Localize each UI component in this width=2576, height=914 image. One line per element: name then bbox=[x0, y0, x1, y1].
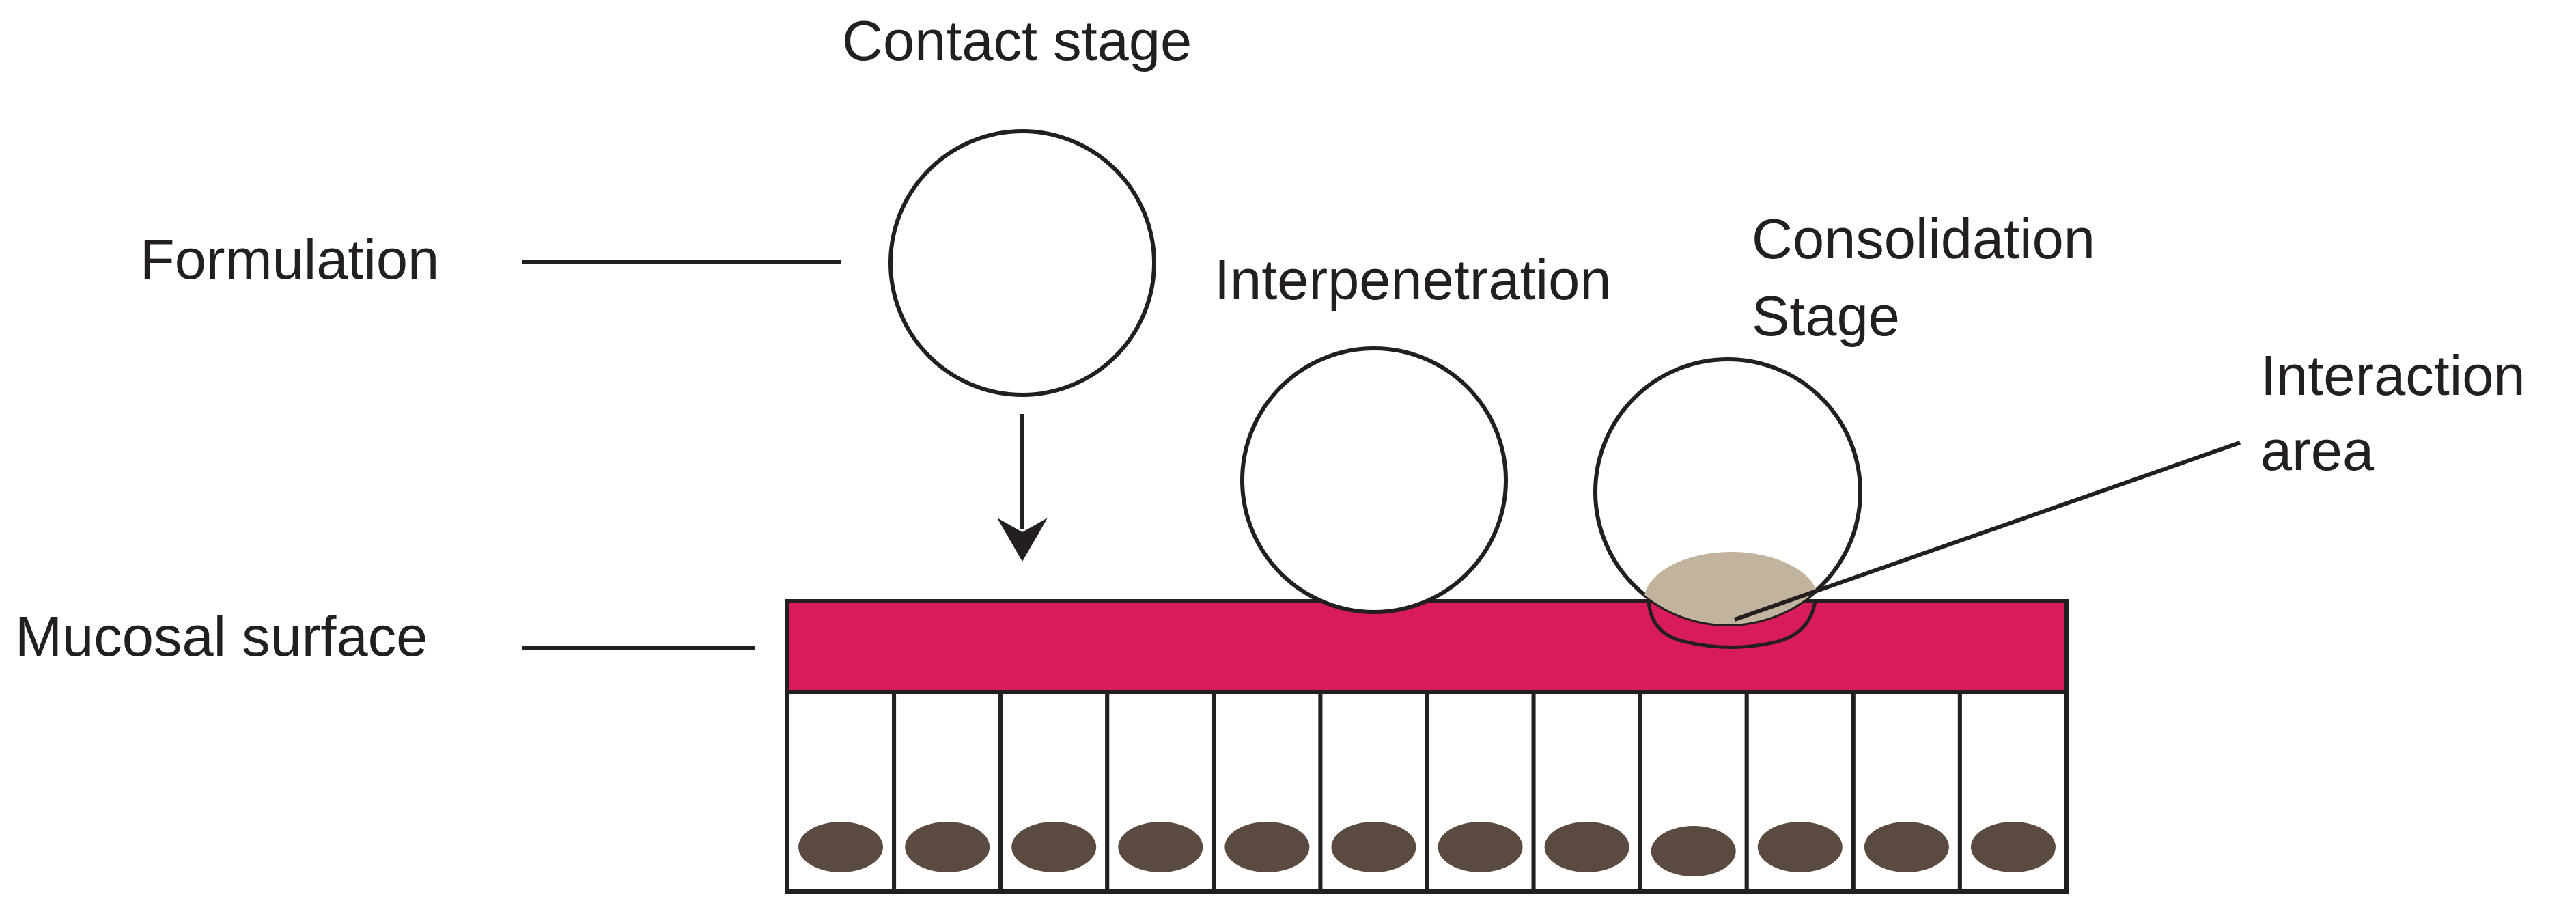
cell-nucleus bbox=[1438, 822, 1523, 872]
cell-nucleus bbox=[905, 822, 990, 872]
formulation-particle bbox=[888, 129, 1156, 397]
epithelial-cell-layer bbox=[785, 690, 2069, 894]
cell-nucleus bbox=[1011, 822, 1097, 872]
cell-nucleus bbox=[1970, 822, 2056, 872]
interaction-area-label-line1: Interaction bbox=[2260, 344, 2525, 407]
consolidation-stage-label-line1: Consolidation bbox=[1752, 207, 2095, 271]
cell-nucleus bbox=[1331, 822, 1416, 872]
cell-nucleus bbox=[1224, 822, 1310, 872]
cell-nucleus bbox=[1544, 822, 1629, 872]
cell-nucleus bbox=[1118, 822, 1203, 872]
cell-nucleus bbox=[1864, 822, 1949, 872]
consolidation-stage-label-line2: Stage bbox=[1752, 284, 1900, 348]
interaction-area-outline bbox=[1647, 600, 1817, 649]
formulation-label: Formulation bbox=[140, 227, 439, 291]
interpenetration-particle bbox=[1240, 346, 1508, 614]
interaction-area-leader-line bbox=[1734, 441, 2241, 622]
contact-stage-label: Contact stage bbox=[842, 9, 1192, 72]
interaction-area-label-line2: area bbox=[2260, 419, 2375, 482]
cell-nucleus bbox=[1651, 826, 1736, 876]
contact-arrow-head bbox=[997, 518, 1048, 562]
mucosal-layer bbox=[785, 599, 2069, 694]
interpenetration-label: Interpenetration bbox=[1214, 248, 1611, 311]
interaction-area-region bbox=[1644, 552, 1819, 624]
cell-nucleus bbox=[1757, 822, 1843, 872]
mucosal-surface-label: Mucosal surface bbox=[15, 605, 428, 668]
cell-nucleus bbox=[798, 822, 884, 872]
